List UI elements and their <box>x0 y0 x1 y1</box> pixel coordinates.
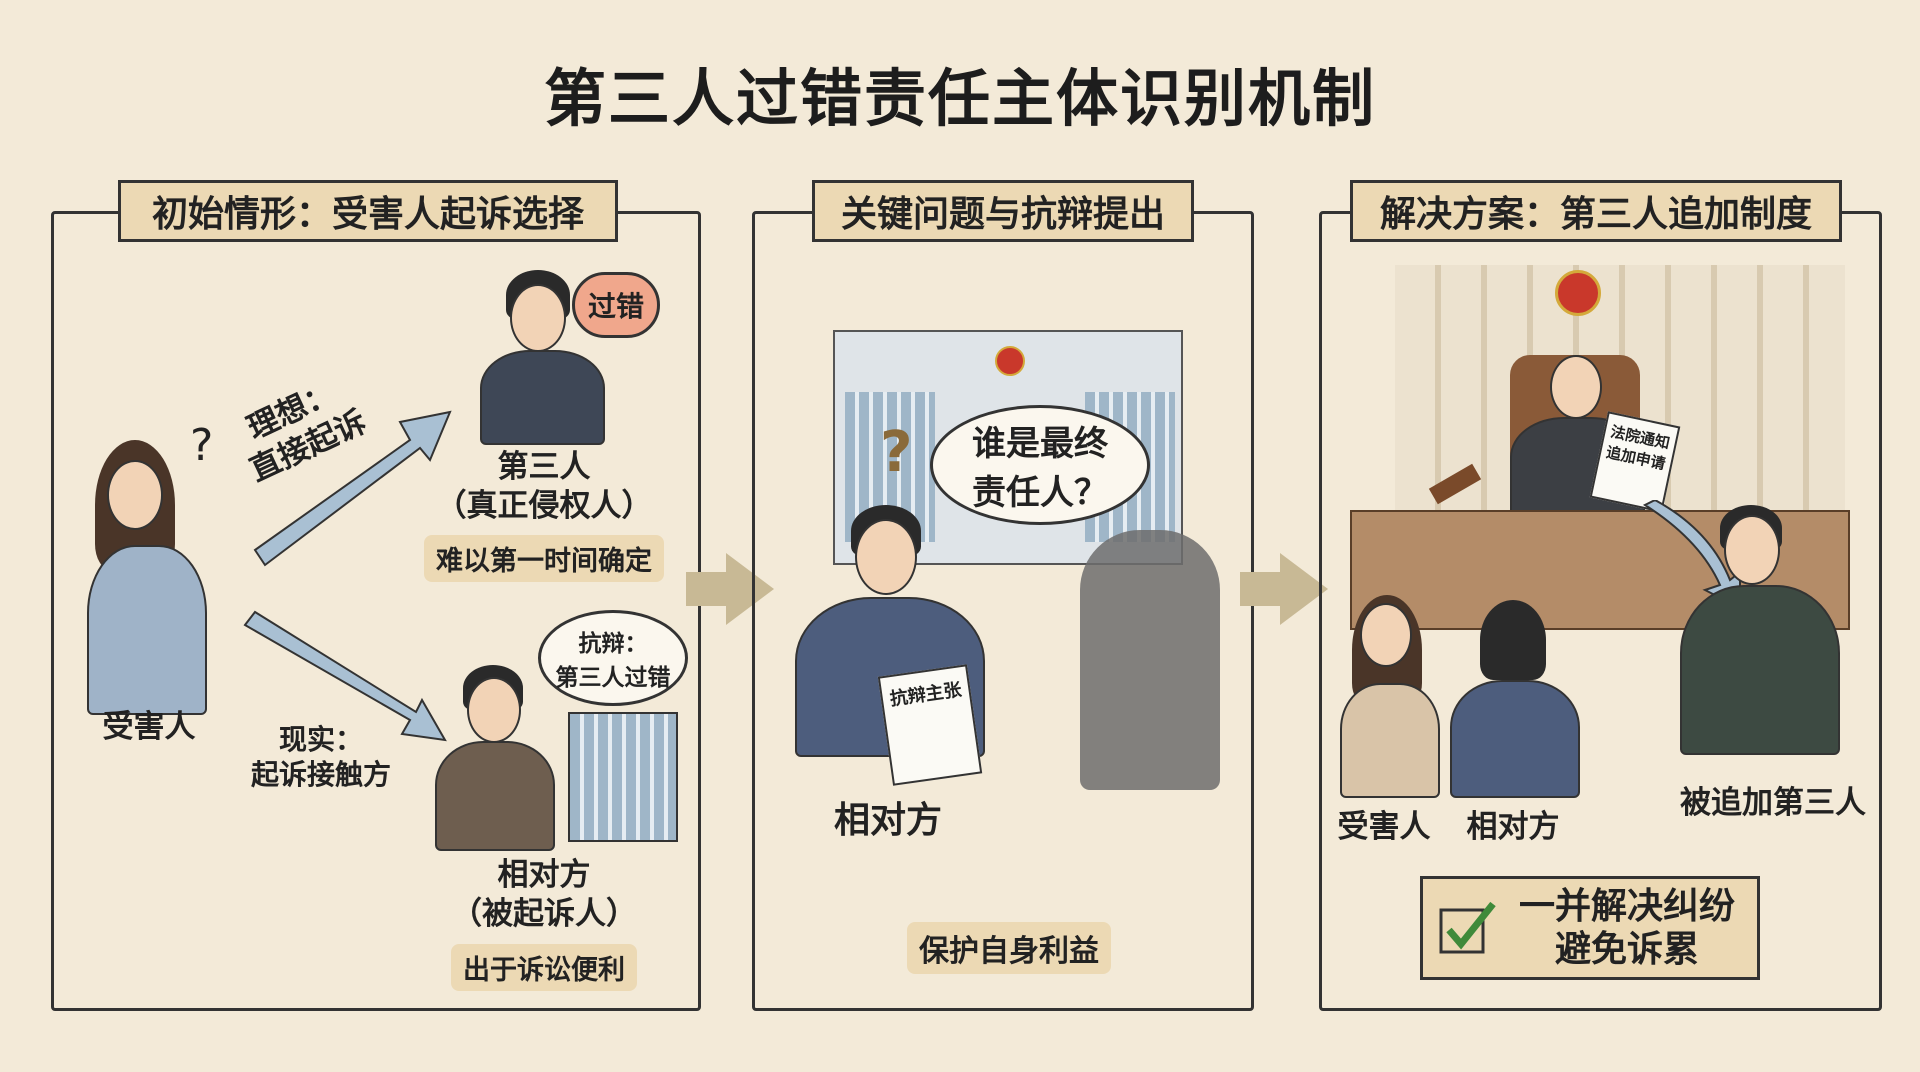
added-third-party-label: 被追加第三人 <box>1680 785 1866 821</box>
choice-arrows <box>243 410 452 742</box>
flow-arrow-2 <box>1240 553 1328 625</box>
respondent-label: 相对方 <box>1466 809 1560 845</box>
third-party-subtitle: （真正侵权人） <box>435 487 653 524</box>
result-line2: 避免诉累 <box>1554 929 1699 970</box>
respondent-subtitle: （被起诉人） <box>451 895 637 932</box>
respondent-label: 相对方 （被起诉人） <box>451 856 637 934</box>
ideal-arrow <box>253 410 452 567</box>
third-party-name: 第三人 <box>497 449 591 485</box>
unknown-person-silhouette <box>1080 530 1220 790</box>
flow-arrow-1 <box>686 553 774 625</box>
result-line1: 一并解决纠纷 <box>1518 885 1735 927</box>
result-box: 一并解决纠纷 避免诉累 <box>1420 876 1760 980</box>
thought-line1: 抗辩： <box>578 631 648 657</box>
reality-label-line2: 起诉接触方 <box>250 758 392 791</box>
who-is-liable-bubble: 谁是最终 责任人？ <box>930 405 1150 525</box>
court-emblem-icon <box>995 346 1025 376</box>
reality-label-line1: 现实： <box>278 723 364 756</box>
victim-label: 受害人 <box>1337 809 1431 845</box>
court-emblem-icon <box>1555 270 1601 316</box>
respondent-badge: 出于诉讼便利 <box>451 944 637 991</box>
checkmark-icon <box>1439 901 1496 954</box>
protect-interest-badge: 保护自身利益 <box>907 922 1111 974</box>
question-mark-icon: ? <box>880 420 913 485</box>
panel-1-header: 初始情形：受害人起诉选择 <box>118 180 618 242</box>
panel-2-header: 关键问题与抗辩提出 <box>812 180 1194 242</box>
respondent-label: 相对方 <box>833 800 943 841</box>
bubble-line2: 责任人？ <box>972 473 1108 513</box>
defense-document: 抗辩主张 <box>877 664 983 786</box>
bubble-line1: 谁是最终 <box>972 424 1108 464</box>
reality-arrow <box>243 610 447 742</box>
respondent-name: 相对方 <box>497 857 591 893</box>
page-title: 第三人过错责任主体识别机制 <box>543 62 1376 135</box>
victim-label: 受害人 <box>102 709 196 745</box>
reality-label: 现实： 起诉接触方 <box>251 722 391 792</box>
third-party-badge: 难以第一时间确定 <box>424 535 664 582</box>
third-party-label: 第三人 （真正侵权人） <box>436 448 653 526</box>
thought-line2: 第三人过错 <box>555 665 671 691</box>
office-building-icon <box>568 712 678 842</box>
question-mark-icon: ? <box>190 420 214 471</box>
defense-thought-bubble: 抗辩： 第三人过错 <box>538 610 688 706</box>
panel-3-header: 解决方案：第三人追加制度 <box>1350 180 1842 242</box>
fault-speech-bubble: 过错 <box>572 272 660 338</box>
